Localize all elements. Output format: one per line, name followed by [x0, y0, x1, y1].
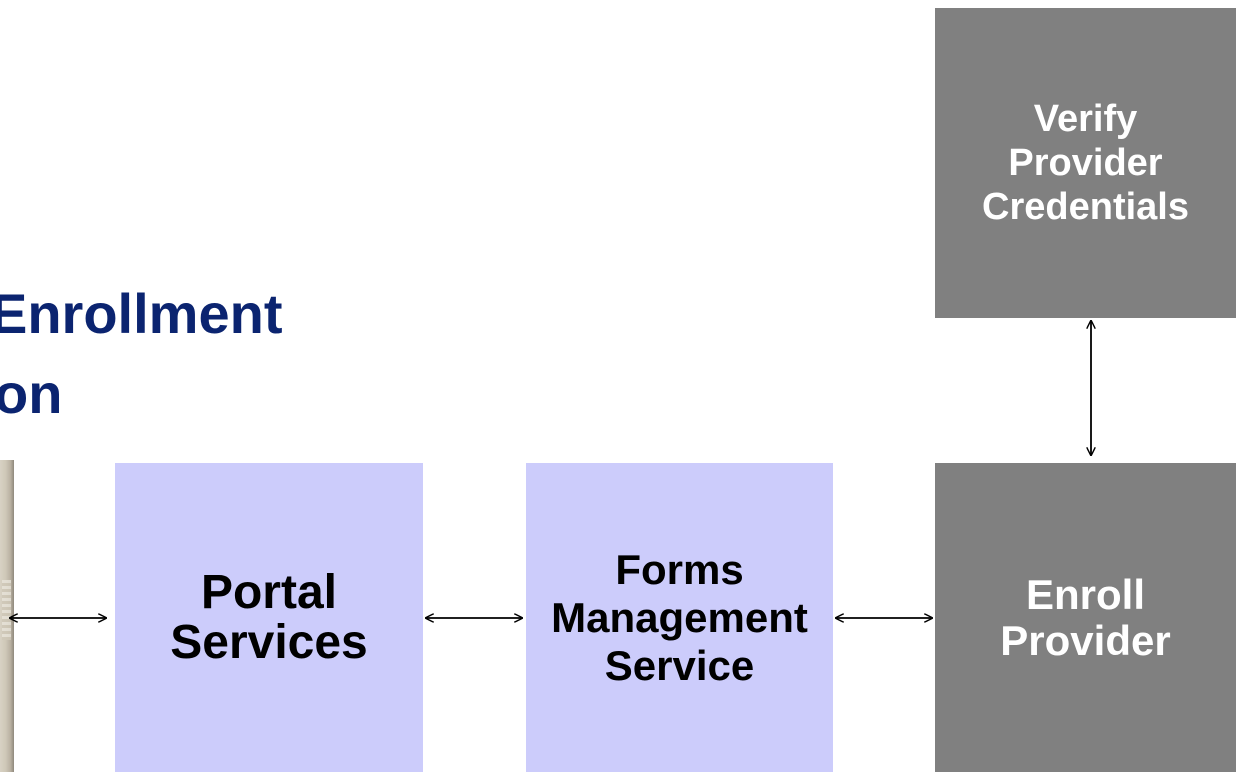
slide-title-line-2: on — [0, 362, 63, 425]
verify-provider-credentials-box: Verify Provider Credentials — [935, 8, 1236, 318]
portal-services-label: Portal Services — [170, 565, 368, 669]
portal-services-box: Portal Services — [115, 463, 423, 772]
forms-management-service-label: Forms Management Service — [551, 545, 808, 689]
enroll-provider-box: Enroll Provider — [935, 463, 1236, 772]
forms-management-service-box: Forms Management Service — [526, 463, 833, 772]
verify-provider-credentials-label: Verify Provider Credentials — [982, 98, 1189, 228]
slide-title-line-1: Enrollment — [0, 282, 283, 345]
enroll-provider-label: Enroll Provider — [1000, 570, 1171, 664]
document-photo-image — [0, 460, 14, 772]
